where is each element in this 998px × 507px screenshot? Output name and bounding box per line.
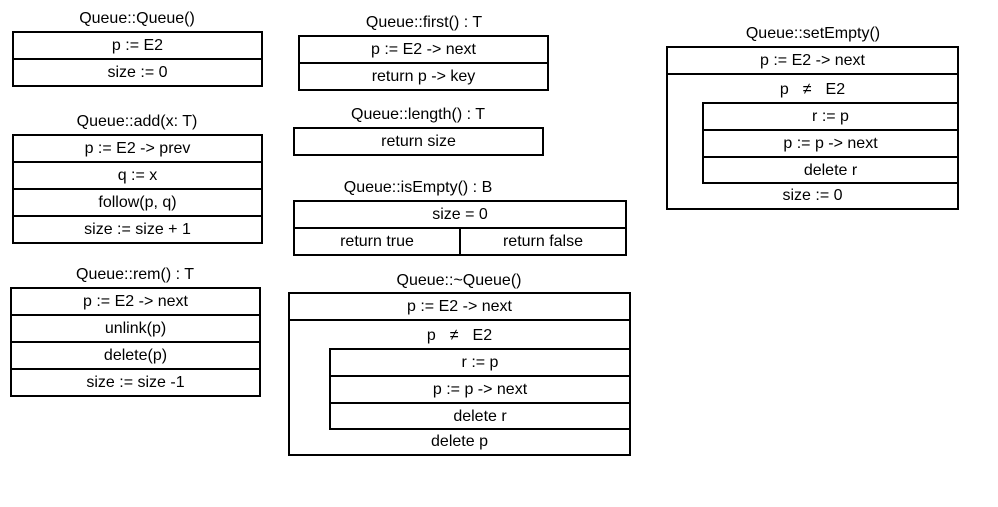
statement: r := p (331, 350, 629, 377)
statement: return p -> key (371, 67, 476, 85)
statement: p := E2 (14, 33, 261, 60)
structogram: p := E2 -> next unlink(p) delete(p) size… (10, 287, 261, 397)
structogram: p := E2 -> next p ≠ E2 r := p p := p -> … (666, 46, 959, 210)
structogram: p := E2 -> prev q := x follow(p, q) size… (12, 134, 263, 244)
statement: q := x (14, 163, 261, 190)
loop-variable: p (779, 80, 789, 98)
statement: delete r (803, 162, 858, 179)
statement: delete(p) (12, 343, 259, 370)
loop-target: E2 (472, 326, 493, 344)
statement: delete r (453, 408, 507, 425)
statement: size := size + 1 (84, 220, 191, 238)
statement: size := 0 (782, 187, 843, 204)
statement: p := E2 -> next (290, 294, 629, 321)
diagram-title: Queue::add(x: T) (76, 113, 198, 130)
structogram: size = 0 return true return false (293, 200, 627, 256)
not-equal-symbol: ≠ (802, 80, 812, 98)
statement: p := p -> next (704, 131, 957, 158)
structogram: p := E2 -> next return p -> key (298, 35, 549, 91)
diagram-title: Queue::length() : T (351, 106, 485, 123)
branch-then: return true (295, 229, 461, 254)
statement: p := E2 -> next (668, 48, 957, 75)
structogram: return size (293, 127, 544, 156)
diagram-title: Queue::first() : T (365, 14, 483, 31)
statement: p := E2 -> next (300, 37, 547, 64)
loop-condition: p ≠ E2 (668, 75, 957, 104)
statement: p := E2 -> prev (14, 136, 261, 163)
structogram: p := E2 size := 0 (12, 31, 263, 87)
statement: unlink(p) (12, 316, 259, 343)
loop-condition: p ≠ E2 (290, 321, 629, 350)
loop-variable: p (426, 326, 436, 344)
loop-body: r := p p := p -> next delete r (329, 348, 629, 430)
statement: p := p -> next (331, 377, 629, 404)
diagram-title: Queue::rem() : T (76, 266, 194, 283)
branch-else: return false (502, 232, 584, 250)
diagram-title: Queue::Queue() (79, 10, 195, 27)
structogram: p := E2 -> next p ≠ E2 r := p p := p -> … (288, 292, 631, 456)
statement: size := size -1 (86, 373, 185, 391)
diagram-title: Queue::~Queue() (396, 272, 522, 289)
statement: r := p (704, 104, 957, 131)
statement: size := 0 (107, 63, 168, 81)
statement: delete p (431, 433, 488, 450)
diagram-title: Queue::isEmpty() : B (343, 179, 493, 196)
loop-body: r := p p := p -> next delete r (702, 102, 957, 184)
diagram-title: Queue::setEmpty() (745, 25, 881, 42)
loop-target: E2 (825, 80, 846, 98)
statement: follow(p, q) (14, 190, 261, 217)
statement: return size (381, 132, 456, 150)
branch-condition: size = 0 (295, 202, 625, 229)
not-equal-symbol: ≠ (449, 326, 459, 344)
statement: p := E2 -> next (12, 289, 259, 316)
